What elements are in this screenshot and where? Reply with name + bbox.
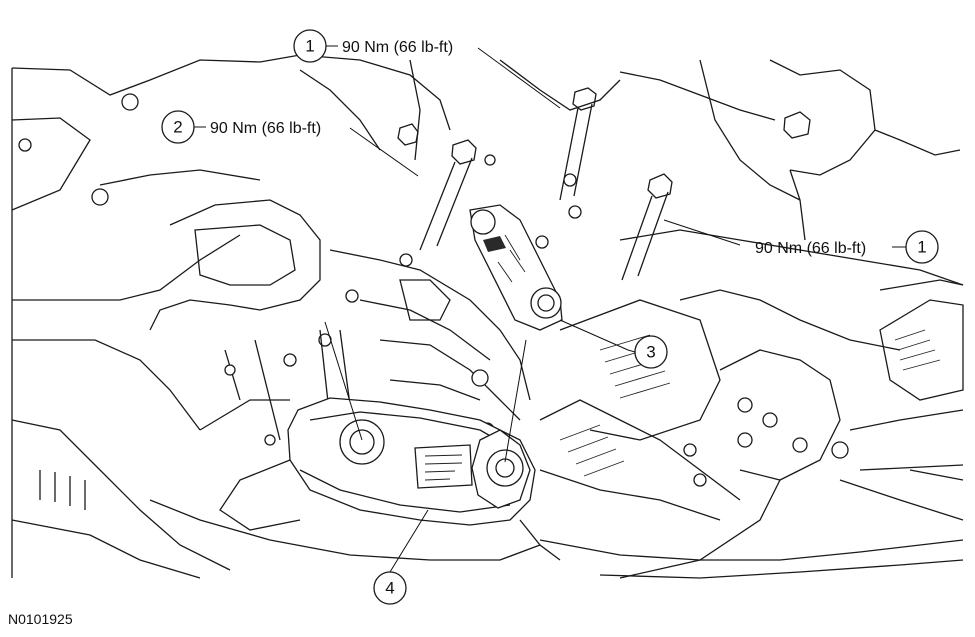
callout-number-circle bbox=[905, 230, 939, 264]
torque-label: 90 Nm (66 lb-ft) bbox=[755, 240, 866, 257]
callout-number: 2 bbox=[173, 118, 182, 137]
leader-line-3 bbox=[559, 319, 629, 351]
leader-line-2 bbox=[349, 127, 419, 177]
callout-1-right: 90 Nm (66 lb-ft) 1 bbox=[755, 230, 939, 264]
callout-number-circle bbox=[373, 571, 407, 605]
callout-number: 1 bbox=[305, 37, 314, 56]
leader-line-mount-right bbox=[504, 339, 527, 463]
torque-label: 90 Nm (66 lb-ft) bbox=[342, 39, 453, 56]
torque-label: 90 Nm (66 lb-ft) bbox=[210, 120, 321, 137]
leader-line-1-top bbox=[477, 47, 561, 109]
line-art-illustration bbox=[11, 54, 964, 579]
callout-2: 2 90 Nm (66 lb-ft) bbox=[161, 110, 321, 144]
callout-number: 1 bbox=[917, 238, 926, 257]
callout-4: 4 bbox=[373, 571, 407, 605]
callout-number: 4 bbox=[385, 579, 394, 598]
figure-id: N0101925 bbox=[8, 611, 73, 627]
callout-number: 3 bbox=[646, 343, 655, 362]
callout-1-top: 1 90 Nm (66 lb-ft) bbox=[293, 29, 453, 63]
leader-line-1-right bbox=[663, 219, 741, 246]
leader-line-mount-left bbox=[324, 321, 363, 441]
leader-line-4 bbox=[389, 509, 429, 573]
callout-3: 3 bbox=[627, 335, 668, 369]
callout-leaders bbox=[324, 47, 741, 573]
